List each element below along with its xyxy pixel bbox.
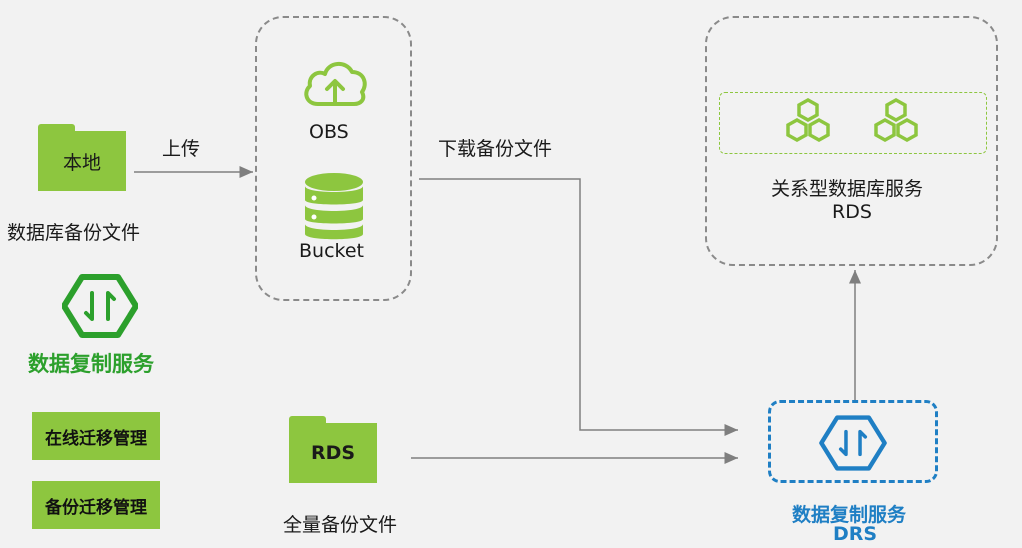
rds-service-name: 关系型数据库服务 (771, 178, 924, 200)
rds-instance-icon (874, 97, 918, 143)
cloud-upload-icon (304, 62, 367, 106)
drs-service-name: 数据复制服务 (792, 504, 907, 526)
local-folder-icon: 本地 (38, 124, 126, 191)
rds-instances-group (719, 92, 987, 154)
online-migration-button[interactable]: 在线迁移管理 (32, 412, 160, 460)
rds-folder-label: RDS (310, 442, 356, 464)
drs-service-icon (819, 415, 887, 471)
bucket-label: Bucket (299, 240, 364, 262)
drs-logo-icon (62, 274, 138, 338)
database-icon (305, 173, 363, 240)
local-folder-label: 本地 (62, 151, 101, 174)
obs-container (255, 16, 412, 301)
drs-service-container (768, 400, 938, 483)
rds-service-container (705, 16, 998, 266)
rds-instance-icon (786, 97, 830, 143)
download-label: 下载备份文件 (438, 138, 553, 160)
upload-label: 上传 (162, 138, 201, 160)
rds-service-abbr: RDS (832, 201, 872, 223)
rds-folder-icon: RDS (289, 416, 377, 483)
drs-logo-title: 数据复制服务 (28, 352, 154, 376)
drs-service-abbr: DRS (833, 523, 878, 545)
obs-label: OBS (309, 121, 349, 143)
download-arrow (419, 178, 738, 436)
full-backup-label: 全量备份文件 (283, 514, 398, 536)
backup-files-label: 数据库备份文件 (7, 222, 141, 244)
backup-migration-button[interactable]: 备份迁移管理 (32, 481, 160, 529)
